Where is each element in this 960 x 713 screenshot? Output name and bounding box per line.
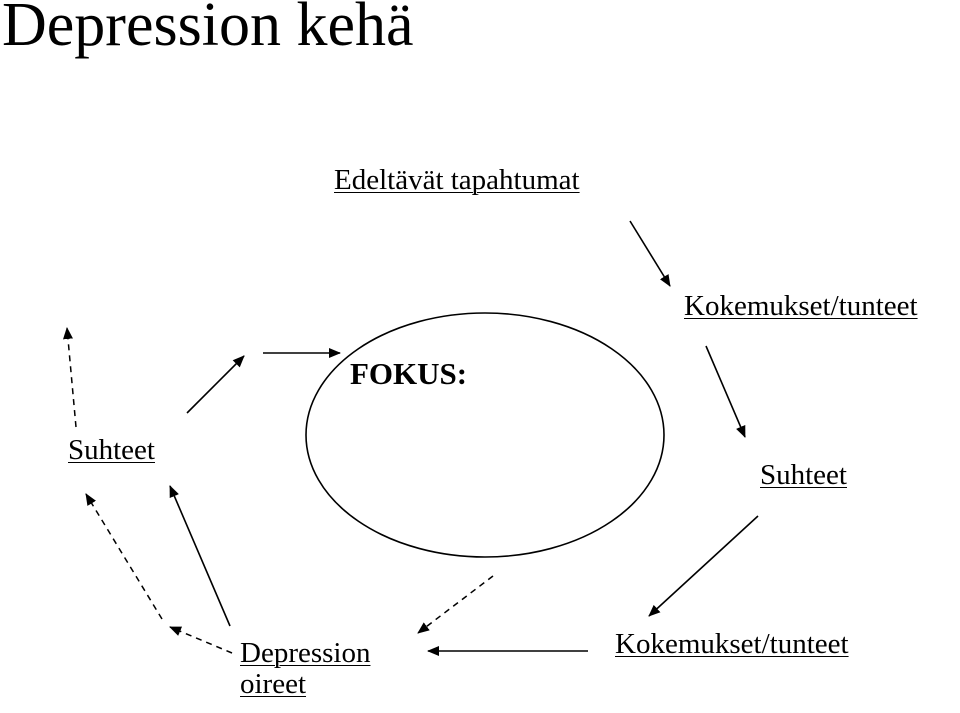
page-title: Depression kehä [2,0,414,59]
label-experiences-top: Kokemukset/tunteet [684,290,918,322]
label-experiences-bottom: Kokemukset/tunteet [615,628,849,660]
label-symptoms-line1: Depression [240,637,371,669]
arrow-symptoms-to-relationships [169,485,231,627]
arrow-relationships-to-experiences-bottom [648,515,759,617]
arrow-relationships-upward [186,355,245,414]
label-focus: FOKUS: [350,356,468,391]
dashed-arrow-relationships-up [63,327,77,428]
label-preceding-events: Edeltävät tapahtumat [334,164,580,196]
dashed-arrow-symptoms-left [169,626,233,654]
label-relationships-right: Suhteet [760,459,847,491]
label-depression-symptoms: Depression oireet [240,637,371,701]
label-relationships-left: Suhteet [68,434,155,466]
arrow-preceding-to-experiences [629,220,671,287]
dashed-arrow-focus-to-symptoms [417,575,494,634]
label-symptoms-line2: oireet [240,668,307,701]
dashed-arrow-to-relationships-left [85,493,163,620]
focus-ellipse [305,312,665,558]
arrow-experiences-to-relationships [705,345,746,438]
